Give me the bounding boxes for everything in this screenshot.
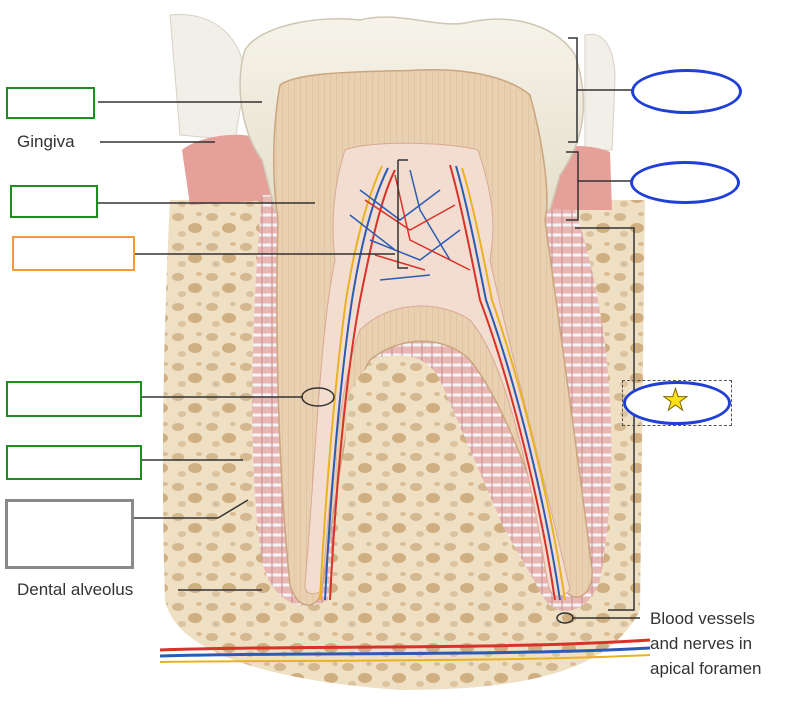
blood-vessels-label-line2: and nerves in [650, 634, 753, 653]
answer-oval-crown[interactable] [631, 69, 742, 114]
star-icon: ★ [662, 383, 690, 418]
dental-alveolus-label: Dental alveolus [17, 580, 134, 599]
gingiva-label: Gingiva [17, 132, 75, 151]
answer-box-enamel[interactable] [6, 87, 95, 119]
blood-vessels-label-line1: Blood vessels [650, 609, 755, 628]
answer-box-root-canal[interactable] [6, 381, 142, 417]
answer-box-pulp[interactable] [12, 236, 135, 271]
answer-box-cementum[interactable] [6, 445, 142, 480]
answer-box-dentin[interactable] [10, 185, 98, 218]
adjacent-teeth [169, 13, 616, 151]
answer-box-periodontal-ligament[interactable] [5, 499, 134, 569]
blood-vessels-label-line3: apical foramen [650, 659, 762, 678]
answer-oval-root[interactable] [623, 381, 731, 425]
inter-radicular-bone [335, 355, 535, 644]
vessels-and-nerves [159, 164, 651, 663]
answer-oval-neck[interactable] [630, 161, 740, 204]
leader-lines [98, 37, 640, 619]
pulp [304, 142, 571, 597]
